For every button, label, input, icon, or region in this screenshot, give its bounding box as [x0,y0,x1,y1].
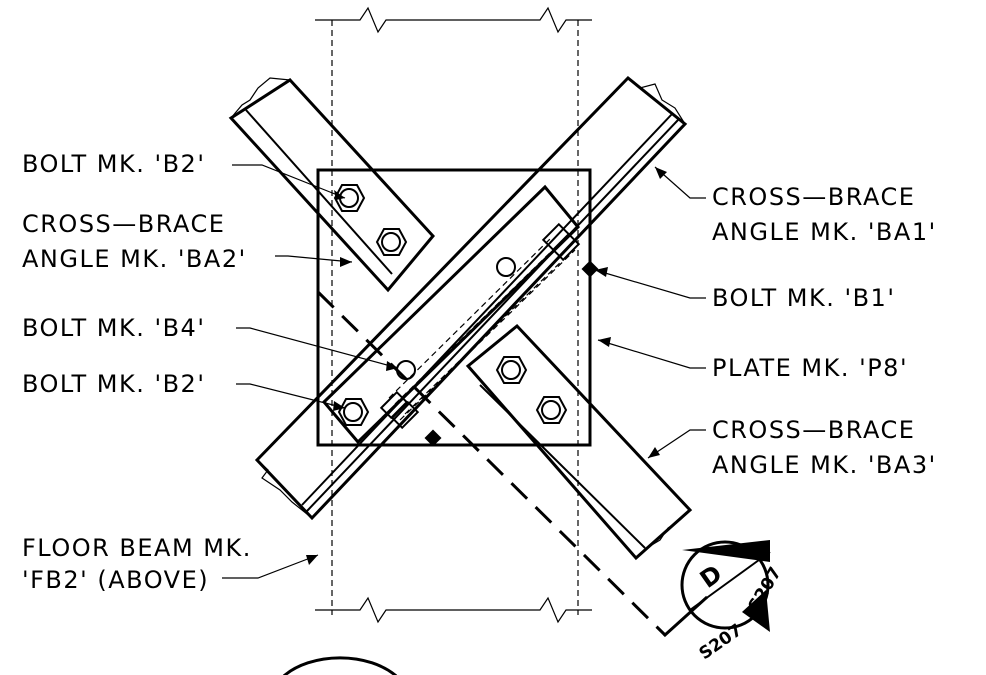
brace-angle-ba1 [254,75,688,521]
hex-bolt-icon [375,228,408,256]
bolt-b1-assembly [379,390,442,447]
label-bolt-b4: BOLT MK. 'B4' [22,314,205,342]
label-bolt-b2-bottom: BOLT MK. 'B2' [22,370,205,398]
hex-bolt-icon [535,396,568,424]
brace-angle-ba3 [465,323,693,561]
bolts [333,184,599,447]
bolt-hole-icon [396,360,416,380]
bolt-hole-icon [496,257,516,277]
section-letter: D [695,559,727,593]
partial-detail-circle [282,656,398,675]
label-ba1-line2: ANGLE MK. 'BA1' [712,218,937,246]
section-marker-icon: D S207 S207 [680,540,786,664]
label-ba1-line1: CROSS—BRACE [712,183,915,211]
label-plate-p8: PLATE MK. 'P8' [712,354,908,382]
work-line [316,290,667,637]
floor-beam-outline [315,6,592,624]
plate-p8 [316,168,592,447]
connection-plate-b4 [321,184,581,445]
label-ba3-line2: ANGLE MK. 'BA3' [712,451,937,479]
label-bolt-b1: BOLT MK. 'B1' [712,284,895,312]
break-line-icon [315,596,592,624]
break-line-icon [315,6,592,34]
label-bolt-b2-top: BOLT MK. 'B2' [22,150,205,178]
label-ba2-line2: ANGLE MK. 'BA2' [22,245,247,273]
leader-lines [222,164,706,579]
label-ba3-line1: CROSS—BRACE [712,416,915,444]
hex-bolt-icon [495,356,528,384]
hex-bolt-icon [337,398,370,426]
bolt-b1-assembly [541,222,599,278]
brace-angle-ba2 [228,77,435,293]
section-sheet-right: S207 [745,564,786,615]
label-ba2-line1: CROSS—BRACE [22,210,225,238]
label-fb2-line2: 'FB2' (ABOVE) [22,566,209,594]
label-fb2-line1: FLOOR BEAM MK. [22,534,252,562]
